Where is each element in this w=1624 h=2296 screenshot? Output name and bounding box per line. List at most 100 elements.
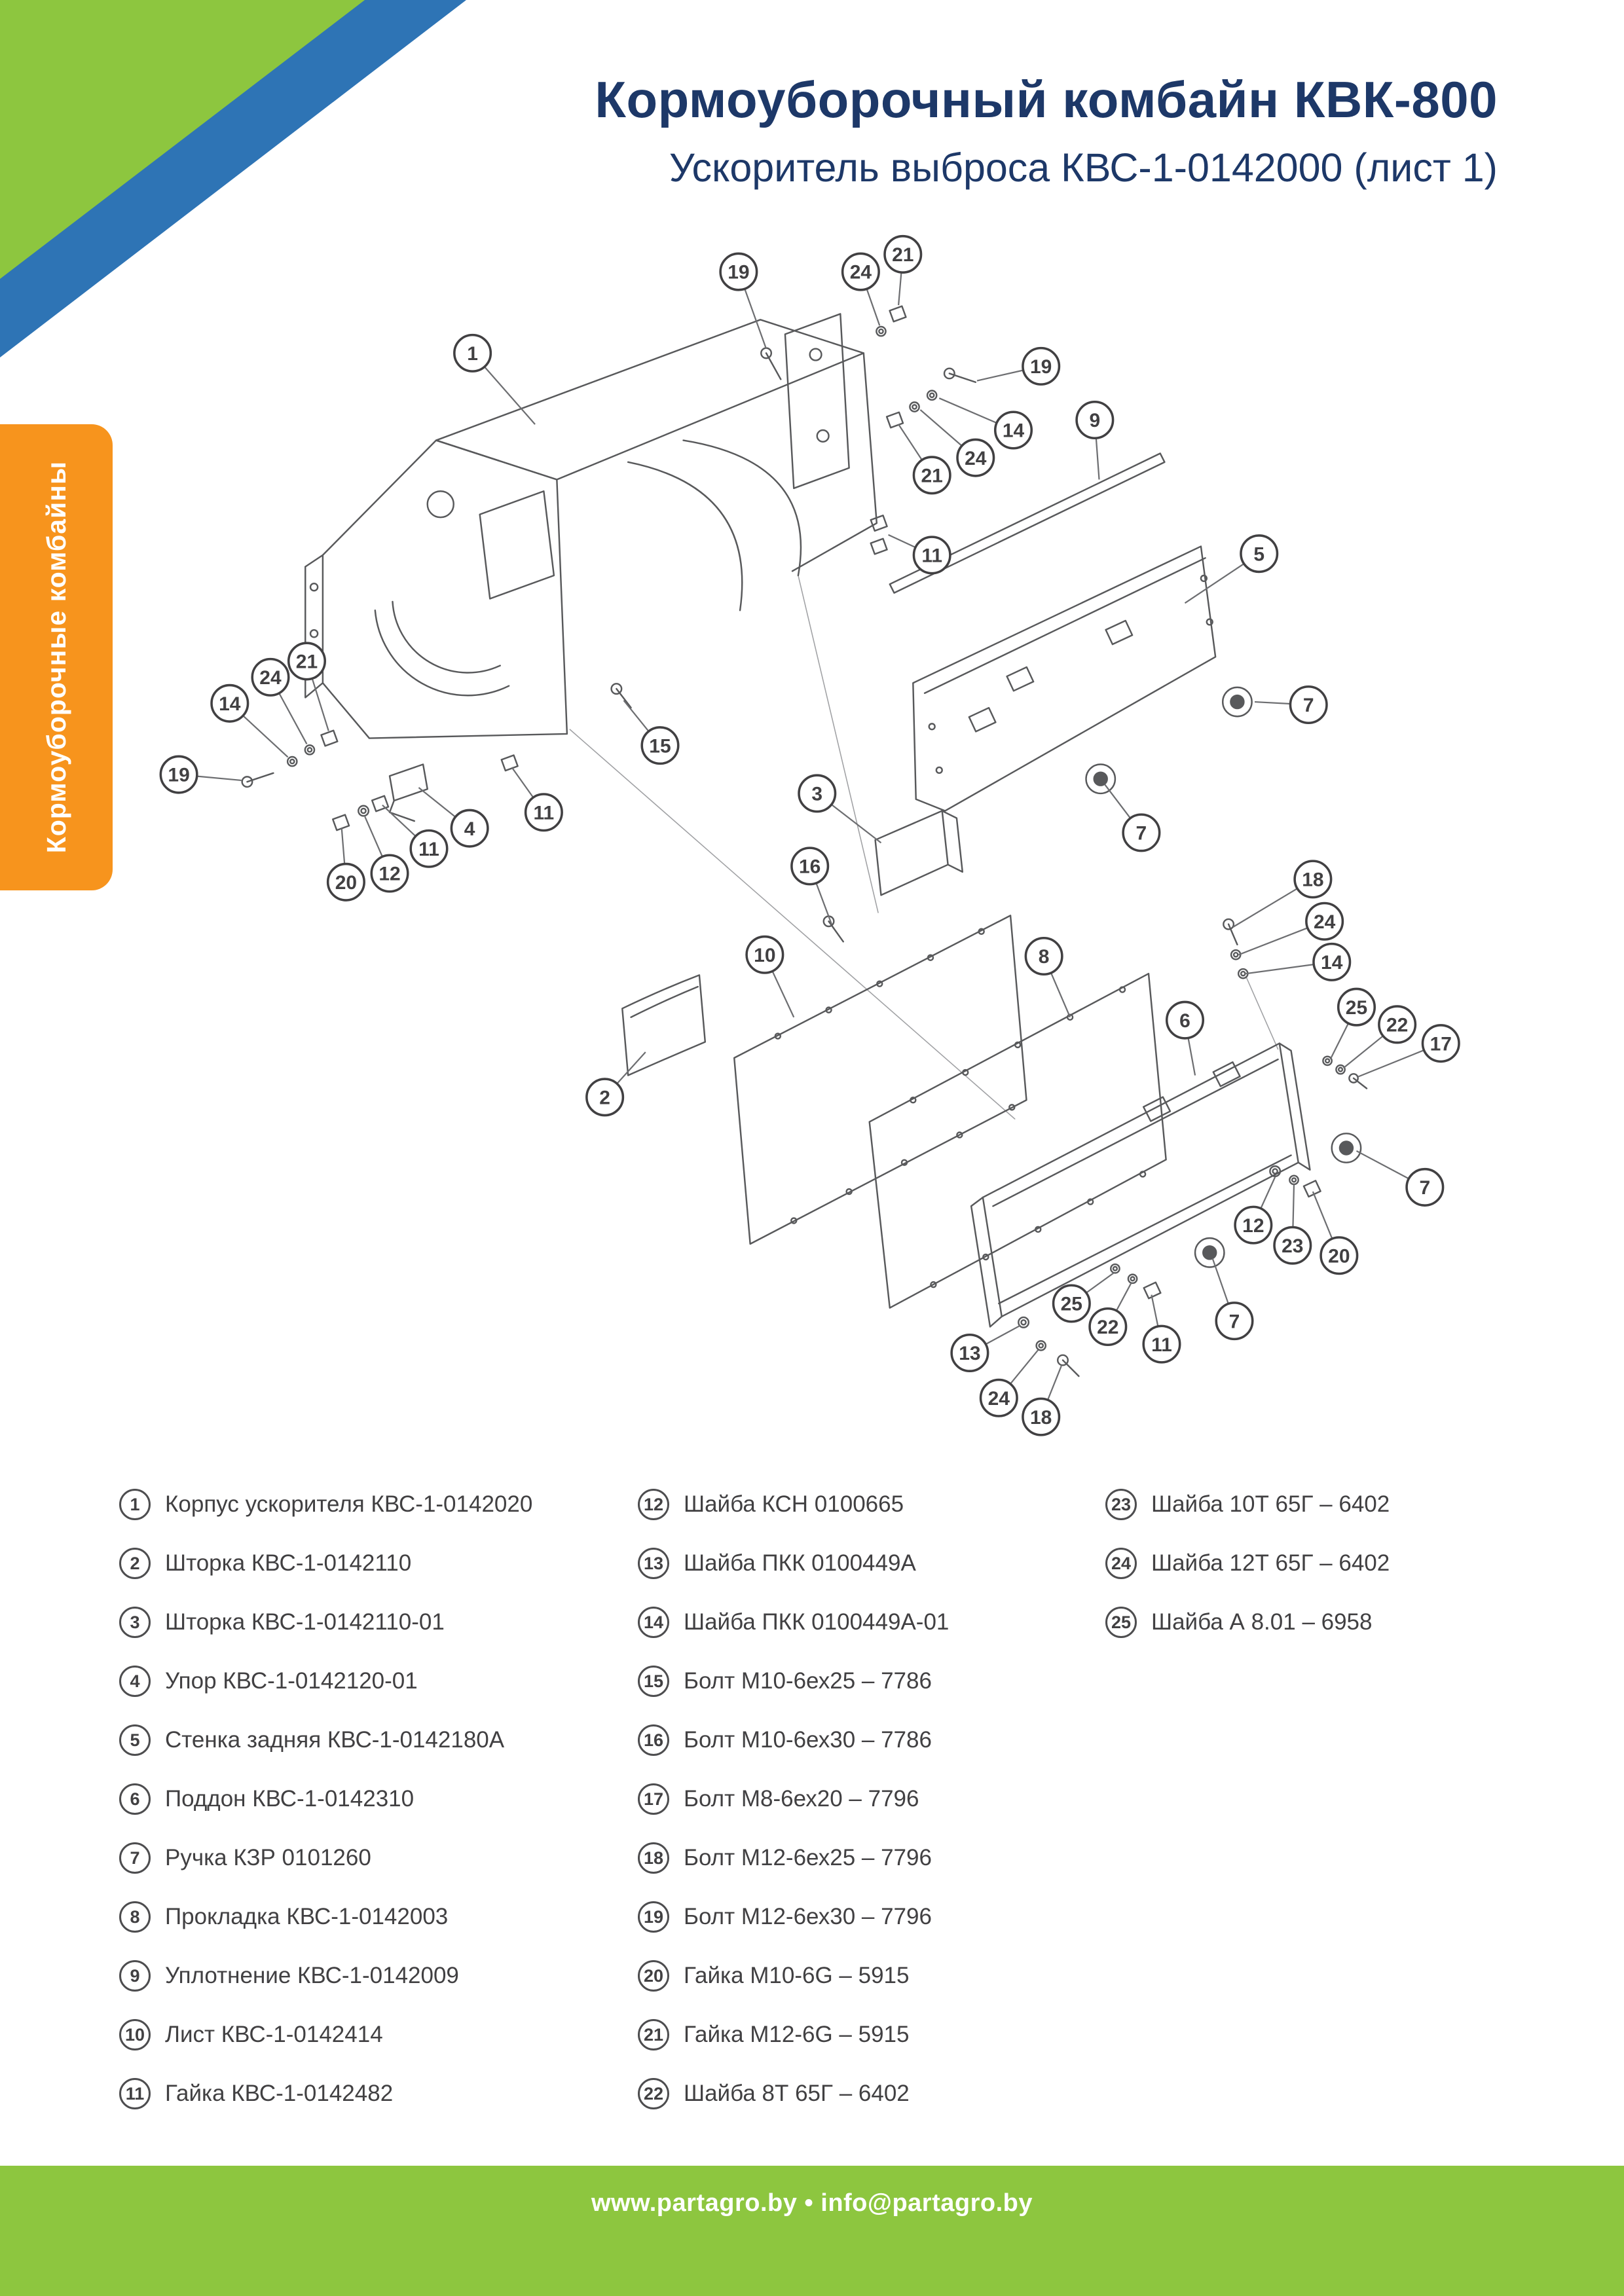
callout-number: 12	[378, 864, 400, 885]
callout-circle	[1289, 685, 1328, 725]
callout-leader	[866, 288, 881, 326]
callout-number: 14	[1003, 420, 1025, 442]
callout-circle	[1075, 400, 1115, 439]
callout-circle	[950, 1333, 989, 1372]
callout-leader	[1104, 784, 1132, 819]
callout-number: 21	[296, 651, 318, 673]
callout-number: 14	[219, 693, 241, 715]
callout-number: 18	[1302, 869, 1323, 891]
part-label: Шторка КВС-1-0142110-01	[165, 1609, 445, 1635]
callout-number: 12	[1242, 1215, 1264, 1237]
callout-leader	[623, 700, 650, 732]
callout-circle	[1273, 1226, 1312, 1265]
part-label: Прокладка КВС-1-0142003	[165, 1904, 449, 1929]
part-number-badge: 19	[638, 1901, 669, 1933]
callout-leader	[418, 787, 456, 818]
part-number-badge: 5	[119, 1724, 151, 1756]
callout-number: 19	[1030, 356, 1052, 378]
alignment-line	[1245, 975, 1279, 1050]
callout-number: 20	[335, 872, 357, 894]
callout-leader	[815, 883, 833, 925]
callout-circle	[1088, 1307, 1128, 1347]
callout-circle	[287, 642, 326, 681]
part-label: Шторка КВС-1-0142110	[165, 1550, 412, 1576]
page-subtitle: Ускоритель выброса КВС-1-0142000 (лист 1…	[669, 145, 1498, 190]
part-row: 19 Болт М12-6ех30 – 7796	[638, 1887, 949, 1946]
part-number-badge: 6	[119, 1783, 151, 1815]
callout-leader	[1356, 1150, 1409, 1180]
callout-circle	[1142, 1324, 1181, 1364]
part-label: Упор КВС-1-0142120-01	[165, 1668, 418, 1694]
part-gasket-8	[868, 972, 1167, 1309]
footer-bar: www.partagro.by • info@partagro.by	[0, 2166, 1624, 2296]
part-number-badge: 14	[638, 1607, 669, 1638]
part-handle-7	[1085, 686, 1362, 1268]
callout-leader	[1187, 1038, 1196, 1076]
exploded-drawing	[241, 305, 1368, 1377]
alignment-line	[798, 575, 879, 913]
callout-number: 11	[921, 545, 942, 567]
part-pan-6	[970, 1042, 1311, 1328]
callout-leader	[242, 715, 289, 758]
callout-number: 16	[799, 856, 821, 878]
part-number-badge: 24	[1105, 1548, 1137, 1579]
callout-number: 11	[534, 802, 555, 824]
callout-leader	[938, 397, 997, 424]
callout-circle	[979, 1378, 1018, 1417]
part-label: Стенка задняя КВС-1-0142180А	[165, 1727, 505, 1753]
callout-circle	[956, 438, 995, 477]
callout-leader	[976, 369, 1024, 382]
part-label: Болт М12-6ех30 – 7796	[684, 1904, 932, 1929]
part-label: Шайба 10Т 65Г – 6402	[1151, 1491, 1390, 1517]
callout-circle	[1305, 902, 1344, 941]
callout-circle	[585, 1078, 625, 1117]
callout-leader	[311, 678, 329, 731]
callout-circle	[159, 755, 198, 794]
part-label: Шайба А 8.01 – 6958	[1151, 1609, 1373, 1635]
callout-circle	[450, 809, 489, 848]
part-number-badge: 17	[638, 1783, 669, 1815]
page-title: Кормоуборочный комбайн КВК-800	[595, 71, 1498, 128]
callout-circle	[1024, 936, 1063, 976]
callout-leader	[898, 424, 923, 461]
part-row: 5 Стенка задняя КВС-1-0142180А	[119, 1711, 532, 1770]
part-number-badge: 10	[119, 2019, 151, 2050]
part-number-badge: 16	[638, 1724, 669, 1756]
callout-number: 8	[1039, 946, 1050, 968]
callout-leader	[364, 816, 383, 858]
callout-leader	[382, 804, 416, 837]
callout-number: 11	[418, 839, 439, 860]
part-label: Лист КВС-1-0142414	[165, 2022, 383, 2047]
callout-number: 9	[1089, 410, 1100, 431]
part-number-badge: 18	[638, 1842, 669, 1874]
callout-number: 24	[1314, 911, 1336, 933]
callout-circle	[370, 854, 409, 893]
callout-circle	[1312, 942, 1352, 981]
callout-circle	[640, 726, 680, 765]
callout-leader	[1260, 1176, 1276, 1209]
part-number-badge: 23	[1105, 1489, 1137, 1520]
callout-circle	[1234, 1205, 1273, 1245]
part-label: Гайка М10-6G – 5915	[684, 1963, 910, 1988]
callout-leader	[1232, 888, 1298, 928]
callout-leader	[1046, 1366, 1062, 1400]
callout-circle	[790, 847, 830, 886]
part-flap-3	[874, 810, 964, 896]
callout-leader	[484, 366, 536, 425]
callout-circle	[1022, 346, 1061, 386]
callout-leader	[1342, 1035, 1384, 1069]
part-label: Шайба ПКК 0100449А-01	[684, 1609, 950, 1635]
callout-circle	[1022, 1397, 1061, 1436]
